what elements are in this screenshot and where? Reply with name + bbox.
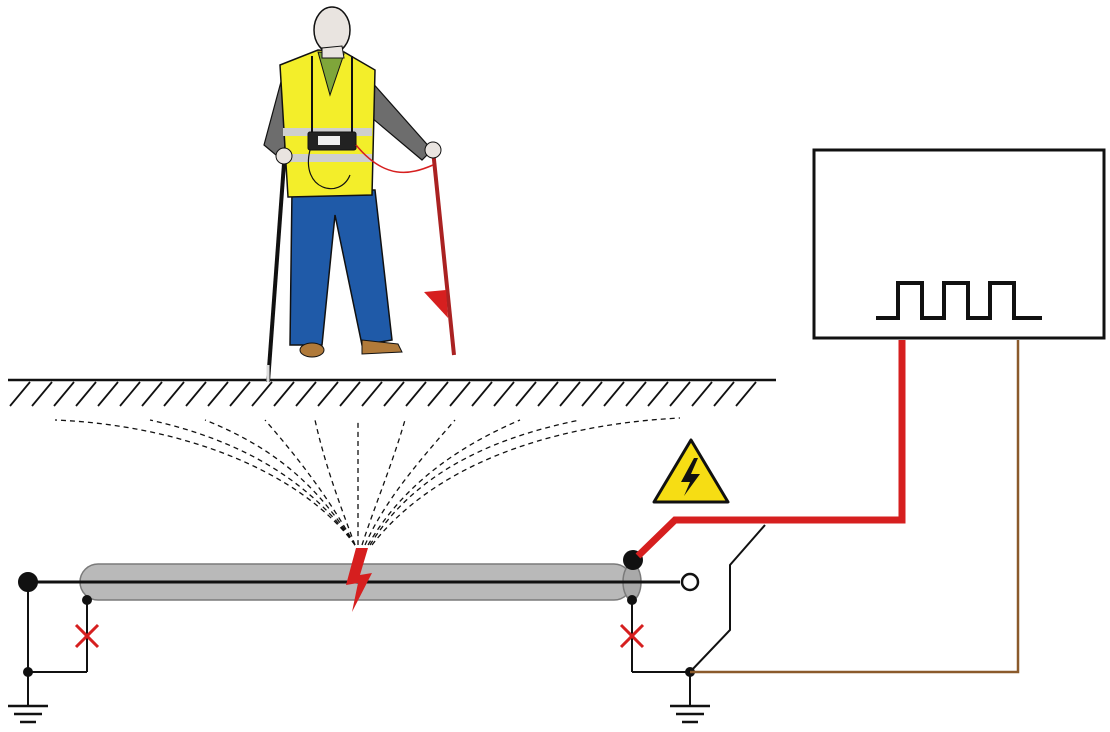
ground-hatch-mark xyxy=(603,381,625,407)
ground-hatch-mark xyxy=(141,381,163,407)
ground-hatch-mark xyxy=(273,381,295,407)
field-lines xyxy=(54,417,681,546)
ground-hatch-mark xyxy=(581,381,603,407)
ground-surface xyxy=(8,378,776,407)
ground-hatch-mark xyxy=(53,381,75,407)
ground-hatch-mark xyxy=(119,381,141,407)
cross-mark-icon xyxy=(619,623,645,649)
ground-hatch-mark xyxy=(31,381,53,407)
operator-head xyxy=(313,6,351,54)
cross-mark-icon xyxy=(74,623,100,649)
ground-hatch-mark xyxy=(735,381,757,407)
ground-hatch-mark xyxy=(493,381,515,407)
ground-hatch-mark xyxy=(361,381,383,407)
ground-hatch-mark xyxy=(295,381,317,407)
ground-hatch-mark xyxy=(339,381,361,407)
ground-hatch-mark xyxy=(97,381,119,407)
generator-ground-lead xyxy=(690,340,1020,674)
fault-spark-icon xyxy=(346,548,372,612)
left-terminal-network xyxy=(8,572,92,724)
ground-hatch-mark xyxy=(647,381,669,407)
ground-hatch-mark xyxy=(471,381,493,407)
ground-hatch-mark xyxy=(317,381,339,407)
ground-hatch-mark xyxy=(515,381,537,407)
ground-symbol-icon xyxy=(670,704,710,724)
ground-hatch-mark xyxy=(163,381,185,407)
ground-hatch-mark xyxy=(207,381,229,407)
ground-hatch-mark xyxy=(75,381,97,407)
right-probe-rod xyxy=(431,149,456,356)
ground-hatch-mark xyxy=(185,381,207,407)
ground-hatch-mark xyxy=(251,381,273,407)
ground-hatch-mark xyxy=(713,381,735,407)
right-core-terminal-open xyxy=(680,572,700,592)
ground-hatch-mark xyxy=(625,381,647,407)
probe-flag xyxy=(424,290,448,318)
ground-hatch-mark xyxy=(691,381,713,407)
ground-hatch-mark xyxy=(669,381,691,407)
generator-output-lead xyxy=(635,340,906,559)
ground-hatch-mark xyxy=(559,381,581,407)
pulse-generator xyxy=(812,148,1106,340)
ground-hatch-mark xyxy=(9,381,31,407)
ground-hatch-mark xyxy=(383,381,405,407)
ground-hatch-mark xyxy=(229,381,251,407)
ground-hatch-mark xyxy=(537,381,559,407)
ground-hatch-mark xyxy=(405,381,427,407)
ground-symbol-icon xyxy=(8,704,48,724)
ground-hatch-mark xyxy=(449,381,471,407)
left-probe-rod xyxy=(266,149,287,383)
ground-hatch-mark xyxy=(427,381,449,407)
ground-switch xyxy=(689,524,766,673)
pulse-waveform-icon xyxy=(876,281,1042,320)
right-terminal-network xyxy=(627,524,766,724)
high-voltage-warning-icon xyxy=(652,438,730,504)
operator-figure xyxy=(263,6,456,383)
